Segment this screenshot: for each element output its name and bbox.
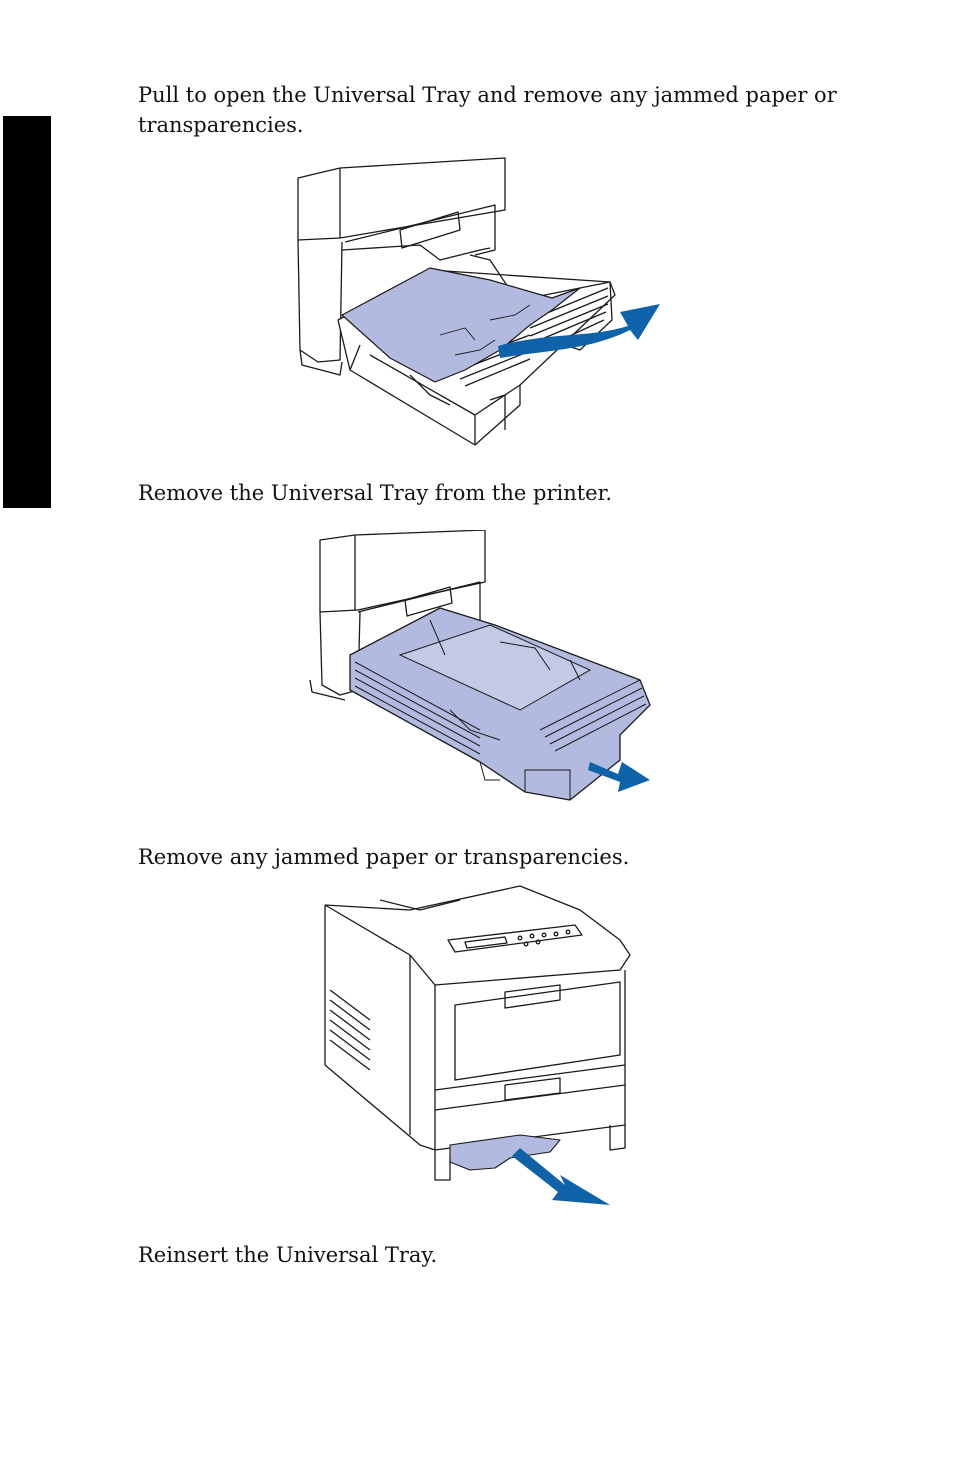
step-2-text: Remove the Universal Tray from the print… — [138, 481, 612, 505]
chapter-side-tab — [3, 116, 51, 508]
jammed-paper-shape — [449, 1134, 561, 1171]
tray-open-illustration — [290, 150, 670, 450]
pull-arrow-icon — [498, 304, 660, 358]
printer-jam-illustration — [320, 880, 640, 1220]
step-4-text: Reinsert the Universal Tray. — [138, 1243, 438, 1267]
step-3-text: Remove any jammed paper or transparencie… — [138, 845, 630, 869]
remove-arrow-icon — [588, 762, 650, 792]
pull-arrow-icon — [512, 1148, 610, 1205]
jammed-paper-shape — [341, 267, 581, 383]
tray-removed-illustration — [300, 530, 660, 810]
step-1-text: Pull to open the Universal Tray and remo… — [138, 83, 837, 137]
